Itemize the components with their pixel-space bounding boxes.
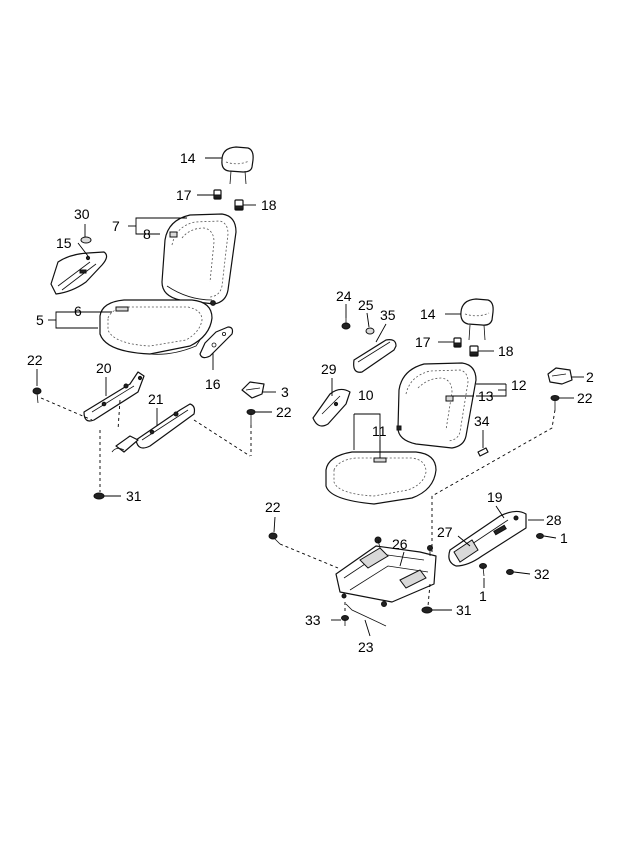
- callout-13: 13: [478, 388, 494, 404]
- callout-15: 15: [56, 235, 72, 251]
- headrest-right: [460, 298, 494, 341]
- callout-20: 20: [96, 360, 112, 376]
- callout-28: 28: [546, 512, 562, 528]
- callout-22-right-b: 22: [265, 499, 281, 515]
- headrest-guide-right-b: [469, 345, 479, 357]
- callout-1-right-b: 1: [479, 588, 487, 604]
- callout-23: 23: [358, 639, 374, 655]
- leader-lines: [36, 157, 584, 637]
- washer-25: [365, 327, 375, 335]
- callout-33: 33: [305, 612, 321, 628]
- callout-14-left: 14: [180, 150, 196, 166]
- callout-19: 19: [487, 489, 503, 505]
- nut-31-right: [421, 606, 433, 614]
- headrest-guide-right-a: [453, 337, 462, 348]
- callout-11: 11: [372, 423, 387, 439]
- callout-1-right-a: 1: [560, 530, 568, 546]
- callout-24: 24: [336, 288, 352, 304]
- seat-rail-21: [111, 403, 196, 453]
- seat-rail-20: [83, 371, 145, 422]
- callout-27: 27: [437, 524, 453, 540]
- callout-32: 32: [534, 566, 550, 582]
- seat-frame-26: [335, 536, 437, 607]
- callout-8: 8: [143, 226, 151, 242]
- side-bracket-16: [199, 326, 234, 359]
- callout-2: 2: [586, 369, 594, 385]
- callout-5: 5: [36, 312, 44, 328]
- seat-cushion-left: [99, 299, 213, 355]
- seat-back-left: [161, 213, 237, 306]
- callout-21: 21: [148, 391, 164, 407]
- screw-30: [80, 236, 92, 244]
- callout-17-left: 17: [176, 187, 192, 203]
- bolt-33: [341, 615, 349, 626]
- callout-30: 30: [74, 206, 90, 222]
- bolt-22-left-b: [246, 409, 256, 425]
- clip-2: [547, 367, 573, 385]
- callout-29: 29: [321, 361, 337, 377]
- callout-10: 10: [358, 387, 374, 403]
- callout-6: 6: [74, 303, 82, 319]
- callout-31-right: 31: [456, 602, 472, 618]
- right-seat-assembly: [268, 298, 573, 627]
- headrest-guide-left-a: [213, 189, 222, 200]
- callout-12: 12: [511, 377, 527, 393]
- callout-31-left: 31: [126, 488, 142, 504]
- callout-7: 7: [112, 218, 120, 234]
- nut-31-left: [93, 492, 105, 500]
- callout-26: 26: [392, 536, 408, 552]
- callout-34: 34: [474, 413, 490, 429]
- armrest-35: [353, 339, 397, 373]
- bolt-24: [341, 318, 351, 330]
- bolt-22-right-b: [268, 532, 281, 545]
- callout-22-left-a: 22: [27, 352, 43, 368]
- callout-25: 25: [358, 297, 374, 313]
- headrest-guide-left-b: [234, 199, 244, 211]
- headrest-left: [221, 146, 254, 185]
- callout-3: 3: [281, 384, 289, 400]
- side-trim-left: [50, 251, 108, 295]
- bolt-22-left-a: [32, 387, 42, 404]
- callout-18-right: 18: [498, 343, 514, 359]
- callout-16: 16: [205, 376, 221, 392]
- callout-labels: 14 17 18 30 7 8 15 6 5 16 22 20 21 3 22 …: [27, 150, 594, 655]
- bolt-22-right-a: [550, 395, 560, 410]
- pin-34: [477, 447, 489, 457]
- callout-14-right: 14: [420, 306, 436, 322]
- clip-3: [241, 381, 265, 399]
- left-seat-assembly: [32, 146, 265, 500]
- side-trim-29: [312, 388, 351, 427]
- seat-cushion-right: [325, 451, 437, 505]
- callout-18-left: 18: [261, 197, 277, 213]
- callout-22-left-b: 22: [276, 404, 292, 420]
- screw-1-right-a: [536, 533, 544, 539]
- callout-17-right: 17: [415, 334, 431, 350]
- callout-22-right-a: 22: [577, 390, 593, 406]
- callout-35: 35: [380, 307, 396, 323]
- seat-back-right: [396, 362, 477, 449]
- side-cover-19: [448, 510, 527, 567]
- screw-32: [506, 569, 514, 575]
- screw-1-right-b: [479, 563, 487, 577]
